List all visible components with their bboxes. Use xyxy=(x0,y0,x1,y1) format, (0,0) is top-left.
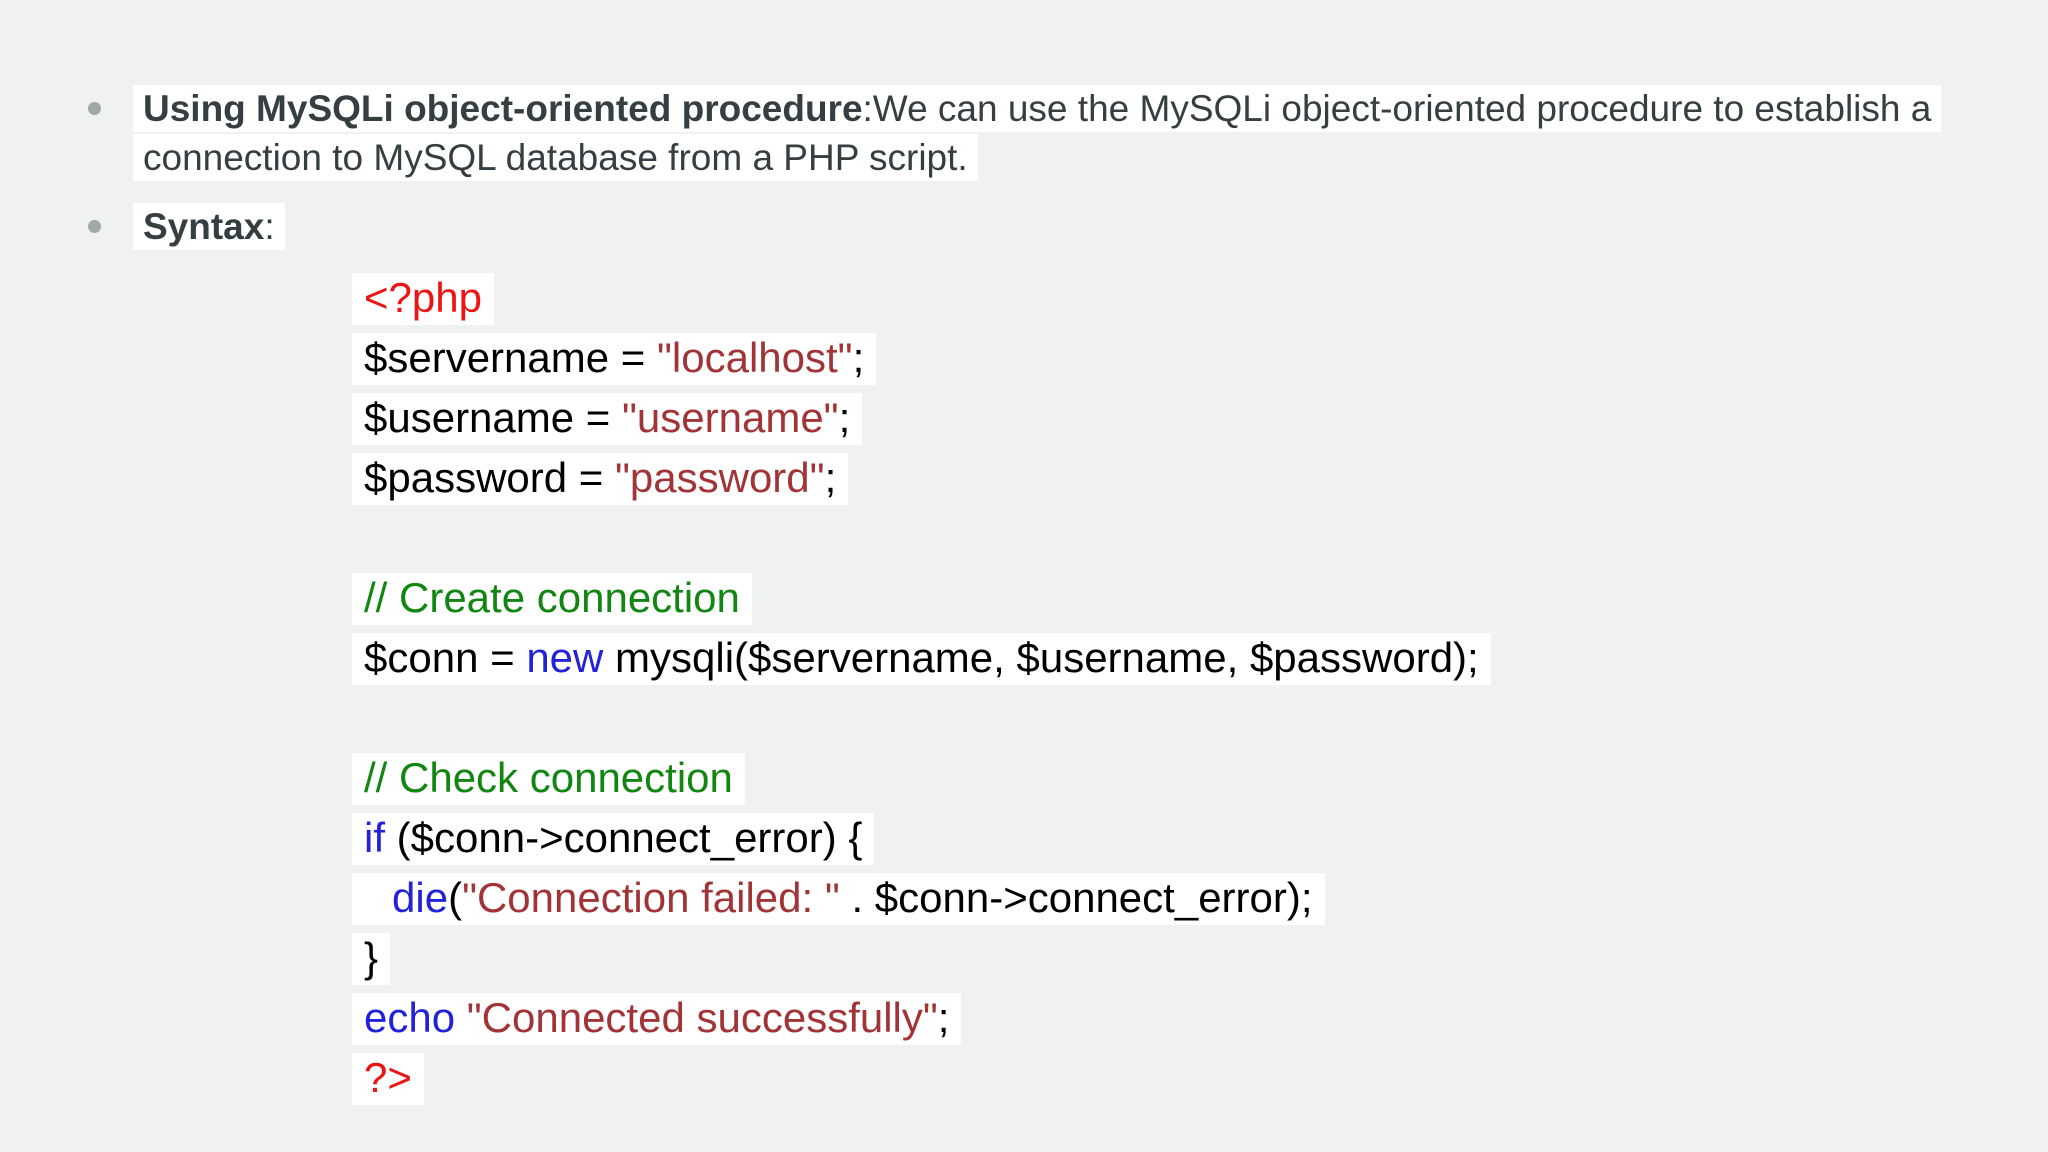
code-line: // Check connection xyxy=(352,753,2048,805)
intro-text: Using MySQLi object-oriented procedure:W… xyxy=(133,84,1973,182)
code-token-string: "Connection failed: " xyxy=(462,874,840,921)
code-line-highlight: // Check connection xyxy=(352,753,745,805)
code-token-tag: <?php xyxy=(364,274,482,321)
code-token-plain: mysqli($servername, $username, $password… xyxy=(603,634,1479,681)
php-code-block: <?php$servername = "localhost";$username… xyxy=(352,273,2048,1105)
bullet-item-intro: Using MySQLi object-oriented procedure:W… xyxy=(88,84,2048,182)
code-token-plain: . $conn->connect_error); xyxy=(839,874,1313,921)
code-line: ?> xyxy=(352,1053,2048,1105)
code-token-plain: ; xyxy=(937,994,950,1041)
code-line: if ($conn->connect_error) { xyxy=(352,813,2048,865)
intro-rest-text: :We can use the MySQLi object-oriented p… xyxy=(143,88,1932,178)
code-token-plain: ; xyxy=(824,454,837,501)
code-line: $username = "username"; xyxy=(352,393,2048,445)
code-line: <?php xyxy=(352,273,2048,325)
code-line: echo "Connected successfully"; xyxy=(352,993,2048,1045)
code-token-plain: $username = xyxy=(364,394,622,441)
code-line: // Create connection xyxy=(352,573,2048,625)
code-token-plain: $servername = xyxy=(364,334,657,381)
code-line-highlight: echo "Connected successfully"; xyxy=(352,993,962,1045)
code-token-keyword: echo xyxy=(364,994,467,1041)
code-token-plain: ( xyxy=(448,874,463,921)
syntax-rest-text: : xyxy=(264,206,275,247)
code-line-highlight: ?> xyxy=(352,1053,424,1105)
code-token-plain: $password = xyxy=(364,454,615,501)
code-line-highlight: // Create connection xyxy=(352,573,752,625)
code-token-keyword: new xyxy=(526,634,604,681)
code-token-keyword: die xyxy=(392,874,449,921)
code-line: $conn = new mysqli($servername, $usernam… xyxy=(352,633,2048,685)
code-line-highlight: die("Connection failed: " . $conn->conne… xyxy=(352,873,1325,925)
code-line-highlight: $servername = "localhost"; xyxy=(352,333,877,385)
code-token-string: "username" xyxy=(622,394,839,441)
code-line-highlight: $password = "password"; xyxy=(352,453,849,505)
code-token-plain: ($conn->connect_error) { xyxy=(385,814,863,861)
code-token-plain: $conn = xyxy=(364,634,527,681)
code-token-comment: // Check connection xyxy=(364,754,733,801)
code-line-highlight: $conn = new mysqli($servername, $usernam… xyxy=(352,633,1491,685)
code-token-comment: // Create connection xyxy=(364,574,740,621)
code-line-highlight: } xyxy=(352,933,391,985)
code-line: $password = "password"; xyxy=(352,453,2048,505)
code-token-string: "password" xyxy=(614,454,825,501)
code-blank-line xyxy=(352,513,2048,565)
bullet-dot xyxy=(88,220,101,233)
bullet-item-syntax: Syntax: xyxy=(88,202,2048,251)
code-token-string: "localhost" xyxy=(656,334,853,381)
code-token-plain: } xyxy=(364,934,379,981)
intro-bold-text: Using MySQLi object-oriented procedure xyxy=(143,88,863,129)
code-line: die("Connection failed: " . $conn->conne… xyxy=(352,873,2048,925)
code-line: } xyxy=(352,933,2048,985)
code-token-tag: ?> xyxy=(364,1054,412,1101)
code-line-highlight: if ($conn->connect_error) { xyxy=(352,813,875,865)
code-token-plain: ; xyxy=(852,334,865,381)
code-line-highlight: $username = "username"; xyxy=(352,393,863,445)
code-token-plain: ; xyxy=(838,394,851,441)
code-token-keyword: if xyxy=(364,814,385,861)
code-blank-line xyxy=(352,693,2048,745)
code-token-string: "Connected successfully" xyxy=(466,994,938,1041)
code-line: $servername = "localhost"; xyxy=(352,333,2048,385)
syntax-bold-text: Syntax xyxy=(143,206,265,247)
code-line-highlight: <?php xyxy=(352,273,494,325)
bullet-dot xyxy=(88,102,101,115)
syntax-label: Syntax: xyxy=(133,202,285,251)
